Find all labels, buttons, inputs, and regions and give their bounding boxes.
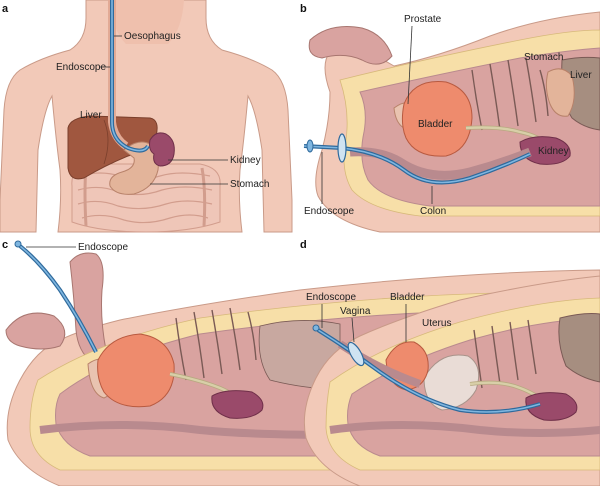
panel-b: b Prostate Stomach Li <box>300 3 600 233</box>
panel-d: d Endoscope Vagina Bladder Uterus <box>300 239 600 486</box>
label-c-endoscope: Endoscope <box>78 242 128 253</box>
kidney-c <box>211 390 264 419</box>
neck-shade <box>110 0 184 44</box>
uterus-d <box>423 354 480 411</box>
panel-a: a Oesophagus Endoscope Liver Kidney S <box>0 0 293 233</box>
kidney-b <box>519 136 571 165</box>
label-d-bladder: Bladder <box>390 292 425 303</box>
panel-a-letter: a <box>2 3 9 15</box>
bladder-b <box>401 80 473 157</box>
panel-c-letter: c <box>2 239 8 251</box>
label-d-uterus: Uterus <box>422 318 451 329</box>
label-a-stomach: Stomach <box>230 179 269 190</box>
panel-d-letter: d <box>300 239 307 251</box>
label-b-colon: Colon <box>420 206 446 217</box>
panel-b-letter: b <box>300 3 307 15</box>
label-b-kidney: Kidney <box>538 146 569 157</box>
label-a-endoscope: Endoscope <box>56 62 106 73</box>
kidney <box>149 132 175 167</box>
label-a-oesophagus: Oesophagus <box>124 31 181 42</box>
label-b-endoscope: Endoscope <box>304 206 354 217</box>
bladder-c <box>97 333 175 408</box>
label-b-bladder: Bladder <box>418 119 453 130</box>
label-b-stomach: Stomach <box>524 52 563 63</box>
penis-b <box>308 26 393 65</box>
label-a-kidney: Kidney <box>230 155 261 166</box>
label-a-liver: Liver <box>80 110 102 121</box>
label-d-endoscope: Endoscope <box>306 292 356 303</box>
label-b-prostate: Prostate <box>404 14 442 25</box>
label-d-vagina: Vagina <box>340 306 371 317</box>
kidney-d <box>525 392 578 421</box>
label-b-liver: Liver <box>570 70 592 81</box>
